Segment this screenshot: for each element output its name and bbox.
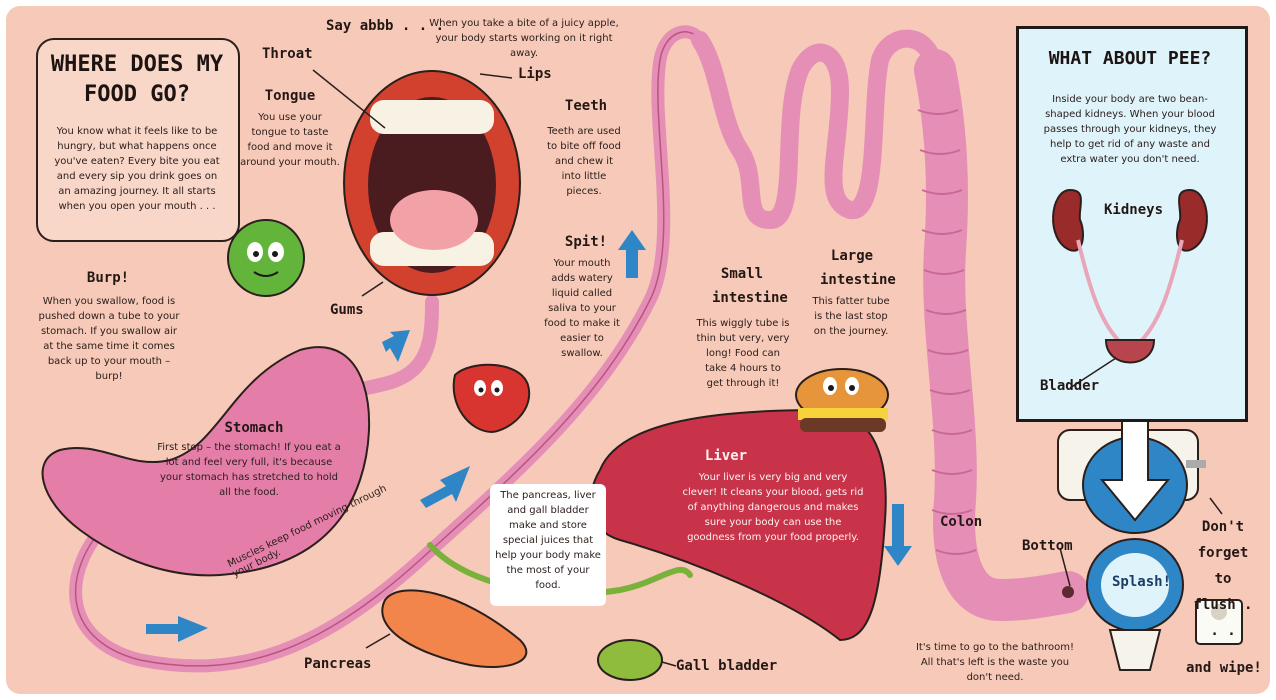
pancreas-label: Pancreas	[304, 656, 372, 672]
colon-shape	[914, 49, 1089, 622]
toilet-paper-icon	[1195, 599, 1243, 645]
burp-title: Burp!	[86, 270, 130, 286]
kidneys-illustration	[1052, 188, 1208, 389]
strawberry-character	[452, 363, 531, 434]
bathroom-text: It's time to go to the bathroom! All tha…	[915, 642, 1075, 683]
large-intestine-title: Large intestine	[820, 248, 896, 288]
small-intestine-shape	[691, 29, 944, 230]
toilet-base	[1108, 629, 1162, 671]
apple-character	[227, 219, 305, 297]
bottom-label: Bottom	[1022, 538, 1073, 554]
pancreas-info-text: The pancreas, liver and gall bladder mak…	[495, 490, 601, 591]
arrow-up-icon	[618, 230, 646, 278]
gall-bladder-shape	[597, 639, 663, 681]
teeth-text: Teeth are used to bite off food and chew…	[547, 126, 621, 197]
arrows	[146, 230, 912, 642]
burp-text: When you swallow, food is pushed down a …	[38, 296, 180, 382]
stomach-title: Stomach	[224, 420, 284, 436]
teeth-title: Teeth	[564, 98, 608, 114]
liver-shape	[589, 408, 887, 642]
gall-bladder-label: Gall bladder	[676, 658, 778, 674]
spit-text: Your mouth adds watery liquid called sal…	[544, 258, 620, 359]
small-intestine-text: This wiggly tube is thin but very, very …	[696, 318, 790, 389]
stomach-shape	[41, 346, 371, 577]
intro-box	[36, 38, 240, 242]
liver-title: Liver	[704, 448, 748, 464]
colon-label: Colon	[940, 514, 983, 530]
lips-label: Lips	[518, 66, 552, 82]
say-abbb-label: Say abbb . . .	[326, 18, 445, 34]
pancreas-info-box	[490, 484, 606, 606]
arrow-up-right-icon	[420, 466, 470, 508]
pee-text: Inside your body are two bean-shaped kid…	[1043, 94, 1217, 165]
bladder-label: Bladder	[1040, 378, 1100, 394]
wipe-text: and wipe!	[1186, 660, 1262, 676]
pointer-lines	[312, 69, 1223, 667]
colon-ridges	[917, 109, 977, 555]
liver-text: Your liver is very big and very clever! …	[682, 472, 864, 543]
kidneys-label: Kidneys	[1104, 202, 1164, 218]
spit-title: Spit!	[564, 234, 608, 250]
flush-handle	[1186, 460, 1206, 468]
upper-teeth	[370, 100, 494, 134]
stomach-text: First stop – the stomach! If you eat a l…	[157, 442, 341, 498]
apple-caption: When you take a bite of a juicy apple, y…	[429, 18, 619, 59]
tongue-text: You use your tongue to taste food and mo…	[240, 112, 340, 168]
toilet-water	[1101, 553, 1169, 617]
throat-label: Throat	[262, 46, 313, 62]
bottom-opening	[1062, 586, 1074, 598]
pee-title: WHAT ABOUT PEE?	[1048, 48, 1212, 69]
intro-text: You know what it feels like to be hungry…	[54, 126, 220, 212]
flush-text: Don't forget to flush . . .	[1193, 519, 1253, 639]
page-title: WHERE DOES MY FOOD GO?	[50, 52, 224, 107]
large-intestine-text: This fatter tube is the last stop on the…	[812, 296, 890, 337]
arrow-down-left-icon	[382, 330, 410, 362]
splash-label: Splash!	[1112, 574, 1172, 590]
arrow-right-icon	[146, 616, 208, 642]
bladder-shape	[1104, 339, 1156, 364]
tongue-title: Tongue	[264, 88, 316, 104]
pancreas-shape	[381, 589, 528, 668]
small-intestine-title: Small intestine	[712, 266, 788, 306]
arrow-down-icon	[884, 504, 912, 566]
gums-label: Gums	[330, 302, 364, 318]
tongue-shape	[390, 190, 478, 250]
